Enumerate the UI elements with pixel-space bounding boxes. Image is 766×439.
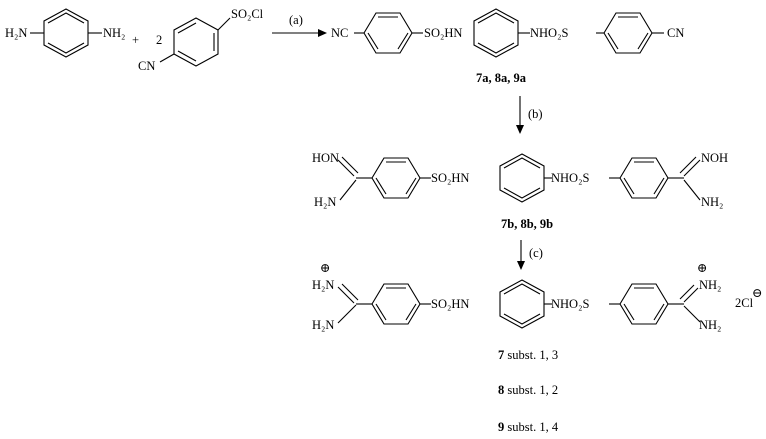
benzene-ring bbox=[603, 12, 653, 54]
substitution-note-9: 9 subst. 1, 4 bbox=[498, 420, 559, 434]
amidoxime-noh-right: NOH bbox=[701, 151, 728, 165]
product-bis-amidoxime: HON H₂N SO₂HN NHO₂S NOH NH₂ bbox=[312, 151, 728, 209]
sulfonyl-chloride-group: SO₂Cl bbox=[231, 7, 264, 21]
benzene-ring bbox=[619, 157, 669, 199]
nitrile-group-right: CN bbox=[667, 26, 684, 40]
amine-group-right: NH₂ bbox=[103, 26, 125, 40]
sulfonamide-link-left: SO₂HN bbox=[424, 26, 462, 40]
benzene-ring bbox=[371, 157, 421, 199]
substitution-note-7: 7 subst. 1, 3 bbox=[498, 348, 558, 362]
benzene-ring bbox=[363, 12, 413, 54]
amidoxime-nh2-left: H₂N bbox=[314, 195, 336, 209]
benzene-ring bbox=[619, 283, 669, 325]
product-bis-amidinium: ⊕ H₂N H₂N SO₂HN NHO₂S ⊕ NH₂ NH₂ bbox=[312, 261, 721, 332]
central-benzene-ring bbox=[473, 8, 519, 58]
plus-sign: + bbox=[132, 33, 139, 47]
amidoxime-noh-left: HON bbox=[312, 151, 339, 165]
benzene-ring bbox=[173, 17, 219, 67]
sulfonamide-link-left: SO₂HN bbox=[431, 171, 469, 185]
plus-charge-left: ⊕ bbox=[320, 261, 330, 275]
stoichiometric-coefficient: 2 bbox=[156, 33, 162, 47]
central-benzene-ring bbox=[499, 279, 545, 329]
step-label-b: (b) bbox=[528, 107, 543, 121]
reactant-cyanobenzenesulfonyl-chloride: SO₂Cl CN bbox=[138, 7, 264, 73]
amidinium-nh2-bottom-left: H₂N bbox=[312, 318, 334, 332]
amidoxime-nh2-right: NH₂ bbox=[701, 195, 723, 209]
compound-label-a: 7a, 8a, 9a bbox=[476, 71, 527, 85]
benzene-ring bbox=[43, 8, 89, 58]
central-benzene-ring bbox=[499, 153, 545, 203]
chloride-counterion: 2Cl bbox=[735, 296, 754, 310]
sulfonamide-link-right: NHO₂S bbox=[551, 171, 589, 185]
substitution-note-8: 8 subst. 1, 2 bbox=[498, 383, 558, 397]
sulfonamide-link-left: SO₂HN bbox=[431, 297, 469, 311]
amine-group-left: H₂N bbox=[5, 26, 27, 40]
amidinium-nh2-bottom-right: NH₂ bbox=[699, 318, 721, 332]
amidinium-nh2-top-right: NH₂ bbox=[699, 278, 721, 292]
compound-label-b: 7b, 8b, 9b bbox=[501, 217, 553, 231]
product-dinitrile: NC SO₂HN NHO₂S CN bbox=[331, 8, 684, 58]
minus-charge: ⊖ bbox=[752, 286, 762, 300]
step-label-c: (c) bbox=[529, 246, 543, 260]
plus-charge-right: ⊕ bbox=[697, 261, 707, 275]
sulfonamide-link-right: NHO₂S bbox=[551, 297, 589, 311]
amidinium-nh2-top-left: H₂N bbox=[312, 278, 334, 292]
nitrile-group-left: NC bbox=[331, 26, 348, 40]
cyano-group: CN bbox=[138, 59, 155, 73]
reactant-diamine: H₂N NH₂ bbox=[5, 8, 125, 58]
sulfonamide-link-right: NHO₂S bbox=[530, 26, 568, 40]
benzene-ring bbox=[371, 283, 421, 325]
step-label-a: (a) bbox=[289, 13, 303, 27]
